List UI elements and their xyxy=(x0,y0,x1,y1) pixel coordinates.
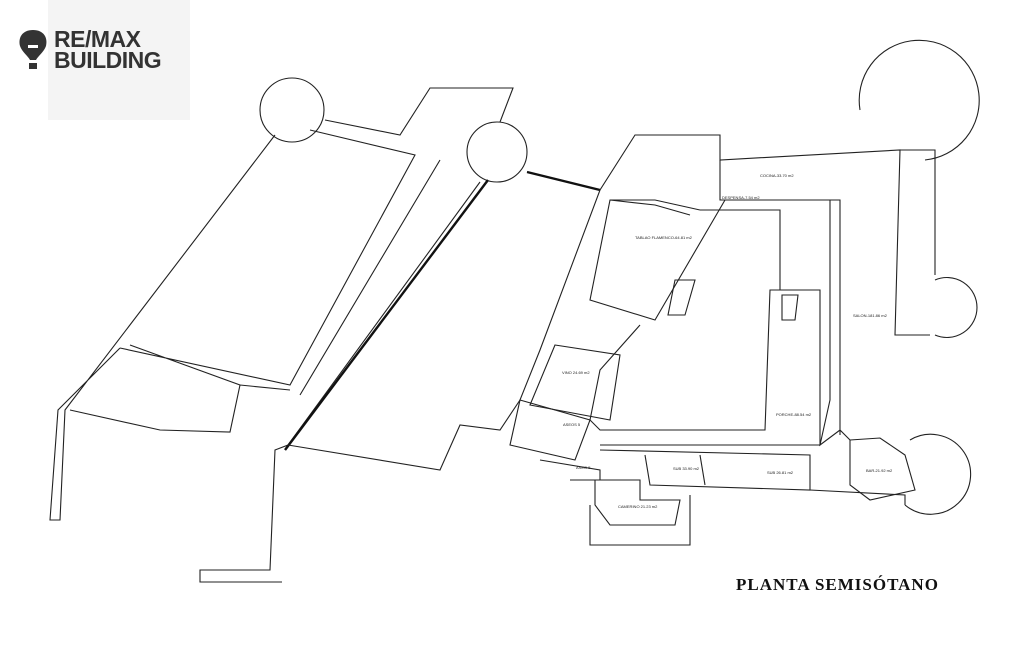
logo-line-1: RE/MAX xyxy=(54,26,141,52)
bar-room xyxy=(849,437,916,501)
aseo-room xyxy=(539,459,601,481)
tower-center xyxy=(466,121,528,183)
room-label: SUB 33.90 m2 xyxy=(673,466,700,471)
wall-thick xyxy=(526,170,601,192)
tower-bottom-right xyxy=(904,433,972,515)
left-corridor xyxy=(199,87,514,583)
camerino-room xyxy=(589,479,691,546)
inner-court xyxy=(589,209,781,431)
porche-walls xyxy=(600,289,821,446)
room-label: SALON-181.86 m2 xyxy=(853,313,887,318)
tower-right xyxy=(858,39,980,161)
tablao-walls xyxy=(589,199,726,321)
room-label: PORCHE-88.54 m2 xyxy=(776,412,812,417)
plan-title: PLANTA SEMISÓTANO xyxy=(736,575,939,594)
south-wall xyxy=(809,489,906,505)
vino-room xyxy=(529,344,621,421)
left-wing xyxy=(49,129,416,521)
bastion-right xyxy=(934,276,978,339)
room-label: DESPENSA-7.54 m2 xyxy=(722,195,760,200)
room-label: CAMERINO 21.23 m2 xyxy=(618,504,658,509)
balloon-icon xyxy=(19,30,47,69)
room-label: ASEO 5 xyxy=(576,465,591,470)
room-label: BAR-21.92 m2 xyxy=(866,468,893,473)
aseos-room xyxy=(509,399,591,461)
remax-building-logo: RE/MAX BUILDING xyxy=(19,0,190,120)
room-label: SUB 26.81 m2 xyxy=(767,470,794,475)
logo-line-2: BUILDING xyxy=(54,47,162,73)
wall-thick xyxy=(284,179,489,451)
room-label: ASEOS 5 xyxy=(563,422,581,427)
main-outline xyxy=(287,134,936,471)
staircase xyxy=(667,279,799,321)
salon-walls xyxy=(719,160,851,447)
room-label: VINO 24.69 m2 xyxy=(562,370,590,375)
room-label: COCINA-33.70 m2 xyxy=(760,173,794,178)
tower-left xyxy=(259,77,325,143)
room-label: TABLAO FLAMENCO-64.81 m2 xyxy=(635,235,692,240)
